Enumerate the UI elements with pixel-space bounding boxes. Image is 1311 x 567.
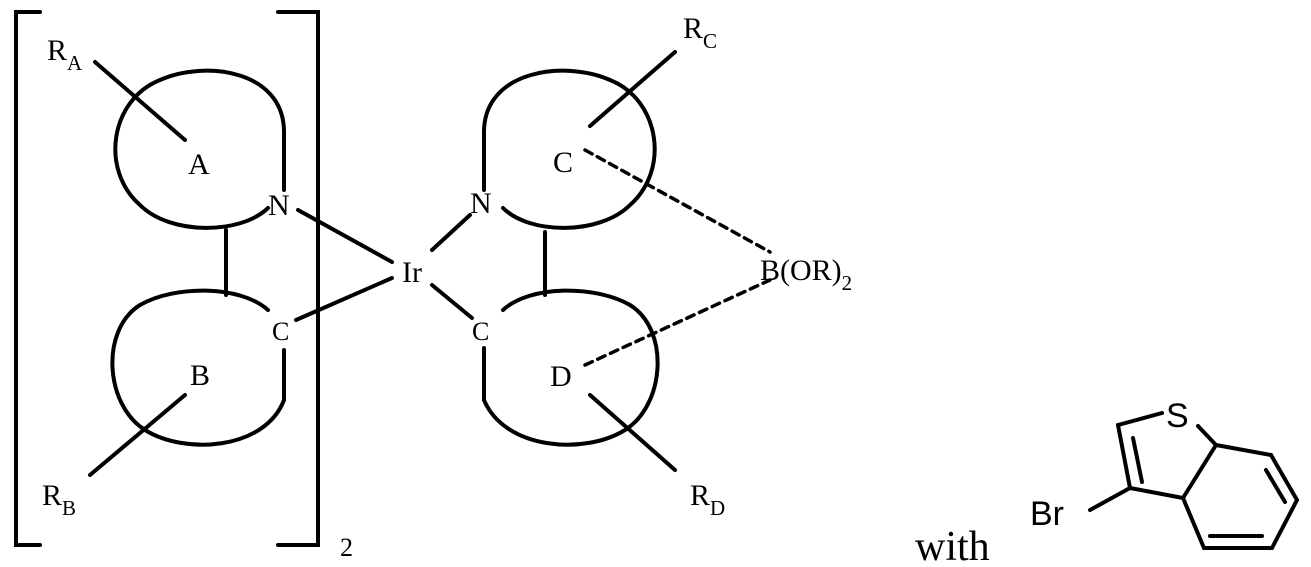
ring-d-label: D — [550, 360, 572, 393]
ir-n-right-bond — [432, 215, 470, 250]
rd-bond — [590, 395, 675, 470]
rc-label: RC — [683, 12, 717, 53]
boron-group-label: B(OR)2 — [760, 254, 852, 295]
n-left-ir-bond — [298, 210, 392, 262]
n-right-label: N — [470, 187, 492, 220]
left-bracket — [16, 12, 40, 545]
rd-label: RD — [690, 479, 725, 520]
ring-c-label: C — [553, 146, 573, 179]
rc-bond — [590, 52, 675, 126]
with-text: with — [915, 524, 990, 567]
metal-label: Ir — [402, 256, 422, 289]
ra-label: RA — [47, 34, 83, 75]
d-boron-dashed-bond — [585, 280, 770, 365]
c-boron-dashed-bond — [585, 150, 770, 252]
ir-c-right-bond — [432, 285, 472, 318]
rb-bond — [90, 395, 185, 475]
br-label: Br — [1030, 495, 1064, 533]
n-left-label: N — [268, 189, 290, 222]
c-left-ir-bond — [296, 278, 392, 320]
right-bracket — [278, 12, 318, 545]
c-left-label: C — [272, 317, 289, 346]
bromobenzothiophene-structure — [1090, 413, 1297, 548]
bracket-subscript: 2 — [340, 533, 353, 562]
c-right-label: C — [472, 317, 489, 346]
ring-b-label: B — [190, 359, 210, 392]
rb-label: RB — [42, 479, 76, 520]
sulfur-label: S — [1166, 397, 1189, 435]
ring-a-label: A — [188, 148, 210, 181]
